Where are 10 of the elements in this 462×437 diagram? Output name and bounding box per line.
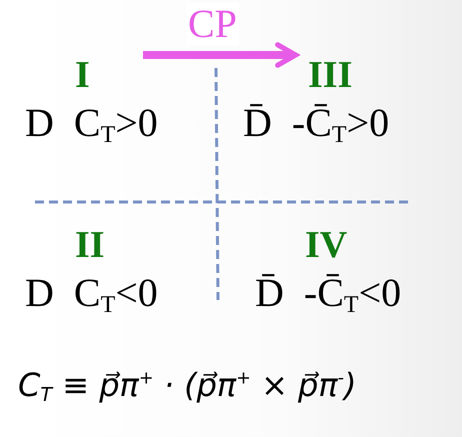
arrow xyxy=(143,42,298,68)
quadrant-condition: D̄ -C̄$_{T}$<0 xyxy=(255,270,402,316)
quadrant-number: II xyxy=(75,225,105,265)
quadrant-condition: D C$_{T}$>0 xyxy=(25,100,158,146)
quadrant-condition: D C$_{T}$<0 xyxy=(25,270,158,316)
quadrant-condition: D̄ -C̄$_{T}$>0 xyxy=(243,100,390,146)
quadrant-number: I xyxy=(75,55,90,95)
quadrant-number: IV xyxy=(305,225,348,265)
formula: C$_{T}$ ≡ p⃗π$^{+}$ · (p⃗π$^{+}$ × p⃗π$^{-}$) xyxy=(18,365,356,408)
quadrant-number: III xyxy=(308,55,352,95)
